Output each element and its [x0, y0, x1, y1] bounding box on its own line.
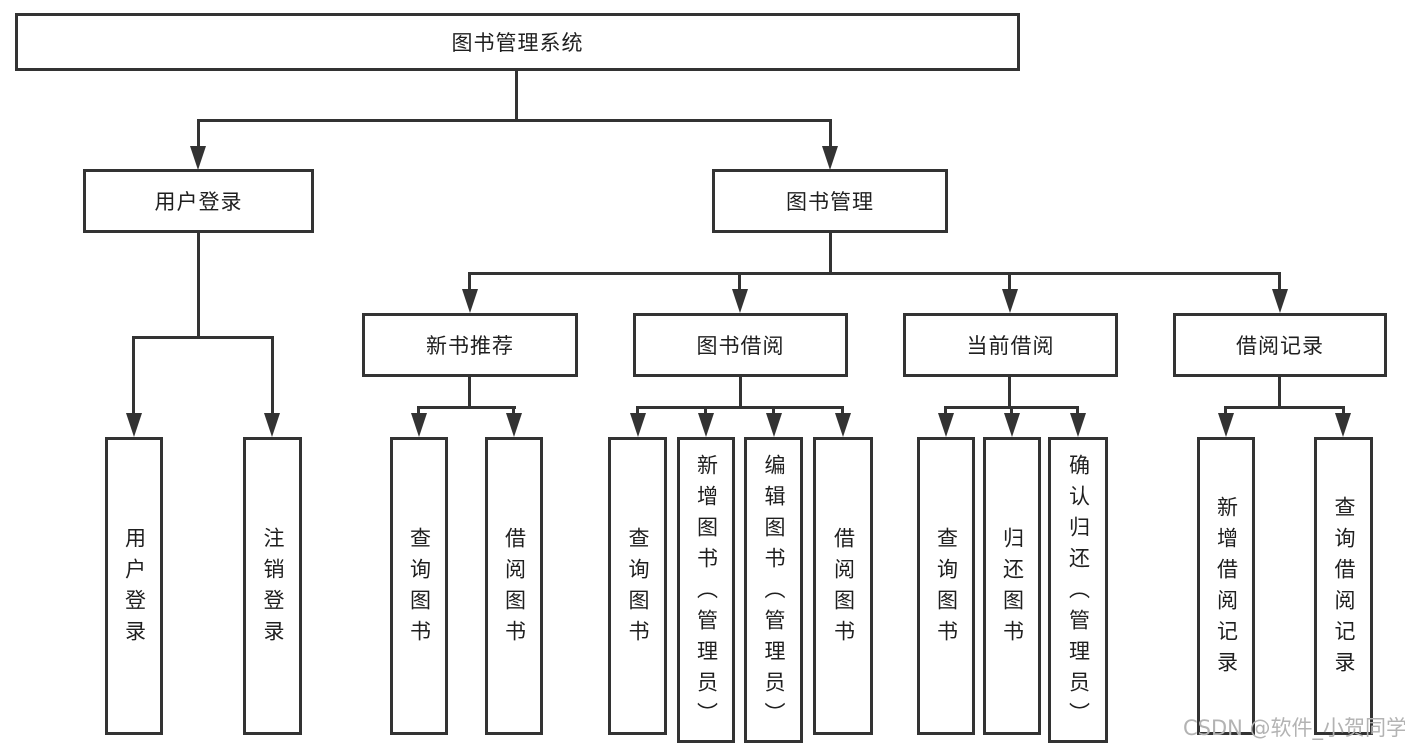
arrow-down-icon [1218, 413, 1234, 437]
connector-book-management-stem [829, 233, 832, 272]
node-confirm-return-admin: 确认归还（管理员） [1048, 437, 1108, 743]
arrow-down-icon [1002, 289, 1018, 313]
arrow-down-icon [1004, 413, 1020, 437]
connector-stem [739, 377, 742, 406]
node-book-borrow: 图书借阅 [633, 313, 848, 377]
node-user-login-leaf: 用户登录 [105, 437, 163, 735]
csdn-watermark: CSDN @软件_小贺同学 [1183, 716, 1405, 740]
node-current-borrow: 当前借阅 [903, 313, 1118, 377]
arrow-down-icon [938, 413, 954, 437]
connector-stub [1278, 272, 1281, 289]
connector-rail [1224, 406, 1345, 409]
connector-stub [636, 406, 639, 414]
connector-stub [944, 406, 947, 414]
arrow-down-icon [411, 413, 427, 437]
node-user-login: 用户登录 [83, 169, 314, 233]
node-query-books-recommend: 查询图书 [390, 437, 448, 735]
connector-stem [468, 377, 471, 406]
connector-stub [772, 406, 775, 414]
node-edit-book-admin: 编辑图书（管理员） [744, 437, 803, 743]
connector-stub [1008, 272, 1011, 289]
connector-stub [197, 119, 200, 147]
arrow-down-icon [264, 413, 280, 437]
node-query-books-current: 查询图书 [917, 437, 975, 735]
connector-stem [1008, 377, 1011, 406]
node-return-book: 归还图书 [983, 437, 1041, 735]
arrow-down-icon [630, 413, 646, 437]
connector-user-login-stem [197, 233, 200, 336]
connector-stub [841, 406, 844, 414]
connector-level1-rail [197, 119, 832, 122]
arrow-down-icon [732, 289, 748, 313]
arrow-down-icon [126, 413, 142, 437]
connector-stub [1342, 406, 1345, 414]
connector-root-stem [515, 69, 518, 119]
node-borrow-books-recommend: 借阅图书 [485, 437, 543, 735]
connector-rail [636, 406, 844, 409]
arrow-down-icon [835, 413, 851, 437]
arrow-down-icon [506, 413, 522, 437]
node-root: 图书管理系统 [15, 13, 1020, 71]
node-borrow-book: 借阅图书 [813, 437, 873, 735]
node-logout: 注销登录 [243, 437, 302, 735]
connector-stub [132, 336, 135, 413]
node-query-books-borrow: 查询图书 [608, 437, 667, 735]
connector-stub [1224, 406, 1227, 414]
arrow-down-icon [766, 413, 782, 437]
connector-stub [512, 406, 515, 414]
connector-stub [468, 272, 471, 289]
connector-level2-rail [468, 272, 1281, 275]
connector-stem [1278, 377, 1281, 406]
connector-stub [704, 406, 707, 414]
connector-stub [738, 272, 741, 289]
connector-stub [1010, 406, 1013, 414]
arrow-down-icon [190, 146, 206, 170]
arrow-down-icon [1335, 413, 1351, 437]
arrow-down-icon [462, 289, 478, 313]
connector-stub [417, 406, 420, 414]
connector-stub [1076, 406, 1079, 414]
node-borrow-records: 借阅记录 [1173, 313, 1387, 377]
arrow-down-icon [822, 146, 838, 170]
arrow-down-icon [698, 413, 714, 437]
connector-stub [829, 119, 832, 147]
connector-stub [271, 336, 274, 413]
arrow-down-icon [1070, 413, 1086, 437]
connector-rail [417, 406, 516, 409]
node-new-book-recommend: 新书推荐 [362, 313, 578, 377]
arrow-down-icon [1272, 289, 1288, 313]
connector-user-login-rail [132, 336, 274, 339]
node-add-book-admin: 新增图书（管理员） [677, 437, 735, 743]
node-query-borrow-record: 查询借阅记录 [1314, 437, 1373, 735]
node-add-borrow-record: 新增借阅记录 [1197, 437, 1255, 735]
node-book-management: 图书管理 [712, 169, 948, 233]
